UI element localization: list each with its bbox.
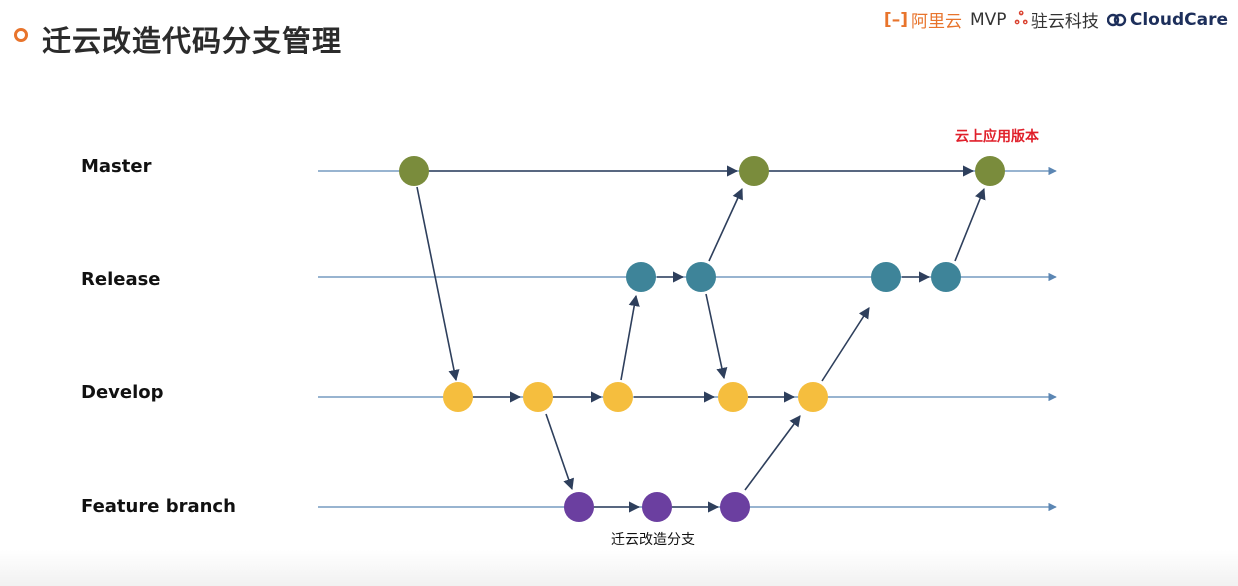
feature-node <box>564 492 594 522</box>
page-title: 迁云改造代码分支管理 <box>42 24 343 58</box>
develop-node <box>523 382 553 412</box>
zhuyun-logo-text: 驻云科技 <box>1030 12 1099 32</box>
lane-label-master: Master <box>81 156 152 177</box>
release-node <box>626 262 656 292</box>
cloud-version-annotation: 云上应用版本 <box>955 129 1039 145</box>
lane-label-release: Release <box>81 269 161 290</box>
edge-d2-f1 <box>545 413 574 491</box>
release-node <box>686 262 716 292</box>
lane-label-develop: Develop <box>81 382 164 403</box>
logo-bar: [–] 阿里云 MVP ஃ 驻云科技 CloudCare <box>883 7 1228 33</box>
develop-node <box>443 382 473 412</box>
edge-m1-d1 <box>416 186 460 382</box>
title-bullet-icon <box>14 28 28 42</box>
lane-label-feature: Feature branch <box>81 496 236 517</box>
master-node <box>739 156 769 186</box>
aliyun-bracket-icon: [–] <box>883 9 908 30</box>
zhuyun-logo: ஃ 驻云科技 <box>1014 7 1099 33</box>
zhuyun-mark-icon: ஃ <box>1014 8 1028 29</box>
aliyun-logo: [–] 阿里云 <box>883 7 962 33</box>
master-node <box>399 156 429 186</box>
edge-r2-m2 <box>708 187 743 262</box>
bottom-fade-decoration <box>0 550 1238 586</box>
cloudcare-logo: CloudCare <box>1106 9 1228 30</box>
feature-node <box>642 492 672 522</box>
edge-d3-r1 <box>620 294 640 381</box>
edge-r2-d4 <box>705 293 728 380</box>
cloudcare-icon <box>1106 13 1127 26</box>
edge-f3-d5 <box>744 415 801 491</box>
migration-branch-annotation: 迁云改造分支 <box>611 532 695 548</box>
develop-node <box>798 382 828 412</box>
release-node <box>931 262 961 292</box>
release-node <box>871 262 901 292</box>
aliyun-logo-text: 阿里云 <box>910 12 962 32</box>
cloudcare-logo-text: CloudCare <box>1129 9 1228 30</box>
mvp-logo-text: MVP <box>969 9 1007 30</box>
master-node <box>975 156 1005 186</box>
develop-node <box>603 382 633 412</box>
feature-node <box>720 492 750 522</box>
develop-node <box>718 382 748 412</box>
edge-r4-m3 <box>954 187 986 262</box>
edge-d5-r3 <box>821 307 870 382</box>
